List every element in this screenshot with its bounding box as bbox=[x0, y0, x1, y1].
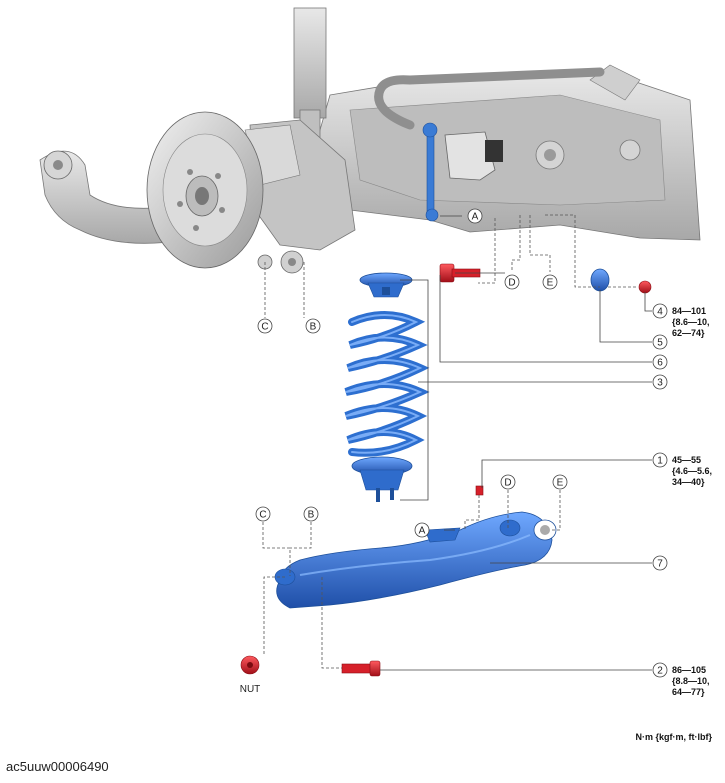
svg-text:4: 4 bbox=[657, 307, 663, 318]
svg-text:D: D bbox=[508, 278, 515, 289]
lower-arm bbox=[274, 511, 557, 609]
spring-seat-lower bbox=[351, 456, 413, 502]
marker-E-upper: E bbox=[542, 274, 558, 290]
marker-D-lower: D bbox=[500, 474, 516, 490]
svg-text:D: D bbox=[504, 478, 511, 489]
marker-E-lower: E bbox=[552, 474, 568, 490]
torque-spec-1: 45—55 {4.6—5.6, 34—40} bbox=[672, 455, 712, 487]
svg-text:E: E bbox=[557, 478, 564, 489]
callout-6: 6 bbox=[652, 354, 668, 370]
svg-text:6: 6 bbox=[657, 358, 663, 369]
svg-text:86—105: 86—105 bbox=[672, 665, 706, 675]
svg-text:1: 1 bbox=[657, 456, 663, 467]
callout-3: 3 bbox=[652, 374, 668, 390]
svg-text:{8.8—10,: {8.8—10, bbox=[672, 676, 710, 686]
svg-text:{4.6—5.6,: {4.6—5.6, bbox=[672, 466, 712, 476]
callout-2: 2 bbox=[652, 662, 668, 678]
torque-units: N·m {kgf·m, ft·lbf} bbox=[636, 732, 713, 742]
svg-text:B: B bbox=[308, 510, 315, 521]
svg-text:5: 5 bbox=[657, 338, 663, 349]
figure-code: ac5uuw00006490 bbox=[6, 759, 109, 774]
svg-text:{8.6—10,: {8.6—10, bbox=[672, 317, 710, 327]
torque-spec-2: 86—105 {8.8—10, 64—77} bbox=[672, 665, 710, 697]
nut-label: NUT bbox=[240, 684, 261, 695]
svg-text:C: C bbox=[259, 510, 266, 521]
svg-text:3: 3 bbox=[657, 378, 663, 389]
svg-text:B: B bbox=[310, 322, 317, 333]
svg-text:C: C bbox=[261, 322, 268, 333]
stabilizer-bar bbox=[374, 67, 605, 130]
marker-C-lower: C bbox=[255, 506, 271, 522]
callout-4: 4 bbox=[652, 303, 668, 319]
dashed-guides bbox=[262, 214, 638, 669]
nut-4 bbox=[638, 280, 652, 294]
spring-seat-upper bbox=[359, 272, 413, 298]
rubber-mount bbox=[444, 131, 503, 181]
torque-spec-4: 84—101 {8.6—10, 62—74} bbox=[672, 306, 710, 338]
marker-A-upper: A bbox=[467, 208, 483, 224]
knuckle bbox=[244, 119, 356, 274]
marker-B-upper: B bbox=[305, 318, 321, 334]
svg-text:E: E bbox=[547, 278, 554, 289]
svg-text:62—74}: 62—74} bbox=[672, 328, 705, 338]
svg-text:64—77}: 64—77} bbox=[672, 687, 705, 697]
coil-spring bbox=[344, 311, 430, 457]
bump-stopper bbox=[590, 268, 610, 292]
callout-5: 5 bbox=[652, 334, 668, 350]
bolt-1 bbox=[475, 485, 484, 496]
leader-lines bbox=[380, 215, 652, 671]
svg-text:7: 7 bbox=[657, 559, 663, 570]
marker-D-upper: D bbox=[504, 274, 520, 290]
svg-text:A: A bbox=[419, 526, 426, 537]
svg-text:2: 2 bbox=[657, 666, 663, 677]
svg-text:34—40}: 34—40} bbox=[672, 477, 705, 487]
svg-text:84—101: 84—101 bbox=[672, 306, 706, 316]
svg-text:45—55: 45—55 bbox=[672, 455, 701, 465]
stabilizer-link bbox=[422, 122, 439, 222]
bolt-2 bbox=[341, 660, 381, 677]
svg-text:A: A bbox=[472, 212, 479, 223]
nut-lower bbox=[240, 655, 260, 675]
brake-disc bbox=[146, 111, 264, 269]
callout-7: 7 bbox=[652, 555, 668, 571]
marker-C-upper: C bbox=[257, 318, 273, 334]
marker-B-lower: B bbox=[303, 506, 319, 522]
marker-A-lower: A bbox=[414, 522, 430, 538]
callout-1: 1 bbox=[652, 452, 668, 468]
